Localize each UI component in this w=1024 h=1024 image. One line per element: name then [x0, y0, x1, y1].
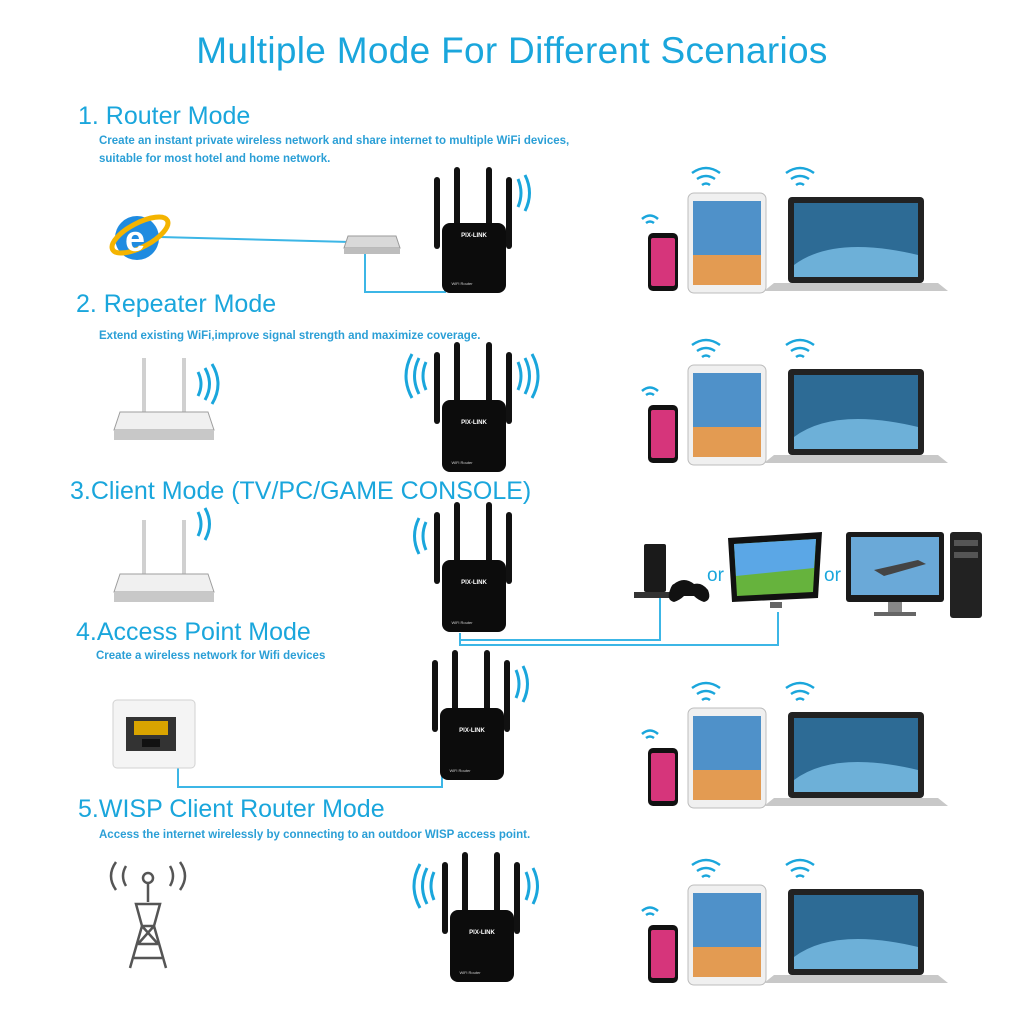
device-brand-label: PIX-LINK	[459, 728, 485, 734]
internet-globe-icon: e	[109, 214, 171, 260]
laptop-icon	[764, 712, 948, 806]
wifi-signal-icon	[641, 166, 815, 225]
laptop-icon	[764, 197, 948, 291]
mode-1-desc-line2: suitable for most hotel and home network…	[99, 153, 331, 165]
device-brand-label: PIX-LINK	[461, 580, 487, 586]
smartphone-icon	[648, 748, 678, 806]
desktop-pc-icon	[846, 532, 982, 618]
ethernet-socket-icon	[112, 699, 196, 769]
or-label-1: or	[707, 565, 724, 586]
extender-device-1: PIX-LINK WiFi Router	[434, 167, 531, 293]
laptop-icon	[764, 369, 948, 463]
smartphone-icon	[648, 925, 678, 983]
tablet-icon	[687, 364, 767, 466]
device-model-label: WiFi Router	[459, 970, 481, 975]
mode-3-title: 3.Client Mode (TV/PC/GAME CONSOLE)	[70, 477, 532, 505]
mode-5-title: 5.WISP Client Router Mode	[78, 795, 385, 823]
wifi-signal-icon	[641, 858, 815, 917]
or-label-2: or	[824, 565, 841, 586]
wifi-signal-icon	[641, 681, 815, 740]
mode-2-desc: Extend existing WiFi,improve signal stre…	[99, 330, 481, 342]
device-brand-label: PIX-LINK	[461, 420, 487, 426]
wifi-clients-group-2	[641, 338, 948, 466]
device-model-label: WiFi Router	[449, 768, 471, 773]
svg-text:e: e	[125, 218, 145, 259]
mode-2-title: 2. Repeater Mode	[76, 290, 277, 318]
extender-device-5: PIX-LINK WiFi Router	[412, 852, 539, 982]
mode-1-desc-line1: Create an instant private wireless netwo…	[99, 135, 570, 147]
page-title: Multiple Mode For Different Scenarios	[196, 30, 828, 71]
device-model-label: WiFi Router	[451, 460, 473, 465]
main-router-icon	[113, 358, 220, 440]
mode-4-title: 4.Access Point Mode	[76, 618, 311, 646]
modem-icon	[343, 235, 401, 254]
mode-1-desc: Create an instant private wireless netwo…	[99, 132, 569, 168]
game-console-icon	[634, 544, 710, 602]
smartphone-icon	[648, 233, 678, 291]
mode-1-title: 1. Router Mode	[78, 102, 251, 130]
laptop-icon	[764, 889, 948, 983]
wifi-clients-group-4	[641, 681, 948, 809]
device-brand-label: PIX-LINK	[469, 930, 495, 936]
tablet-icon	[687, 884, 767, 986]
extender-device-3: PIX-LINK WiFi Router	[413, 502, 512, 632]
device-model-label: WiFi Router	[451, 281, 473, 286]
wifi-clients-group-1	[641, 166, 948, 294]
device-brand-label: PIX-LINK	[461, 233, 487, 239]
extender-device-2: PIX-LINK WiFi Router	[404, 342, 540, 472]
client-main-router-icon	[113, 507, 215, 602]
tv-icon	[728, 532, 822, 608]
smartphone-icon	[648, 405, 678, 463]
mode-4-desc: Create a wireless network for Wifi devic…	[96, 650, 326, 662]
extender-device-4: PIX-LINK WiFi Router	[432, 650, 529, 780]
device-model-label: WiFi Router	[451, 620, 473, 625]
tablet-icon	[687, 707, 767, 809]
wifi-clients-group-5	[641, 858, 948, 986]
mode-5-desc: Access the internet wirelessly by connec…	[99, 829, 531, 841]
wisp-tower-icon	[109, 861, 187, 969]
tablet-icon	[687, 192, 767, 294]
wifi-signal-icon	[641, 338, 815, 397]
